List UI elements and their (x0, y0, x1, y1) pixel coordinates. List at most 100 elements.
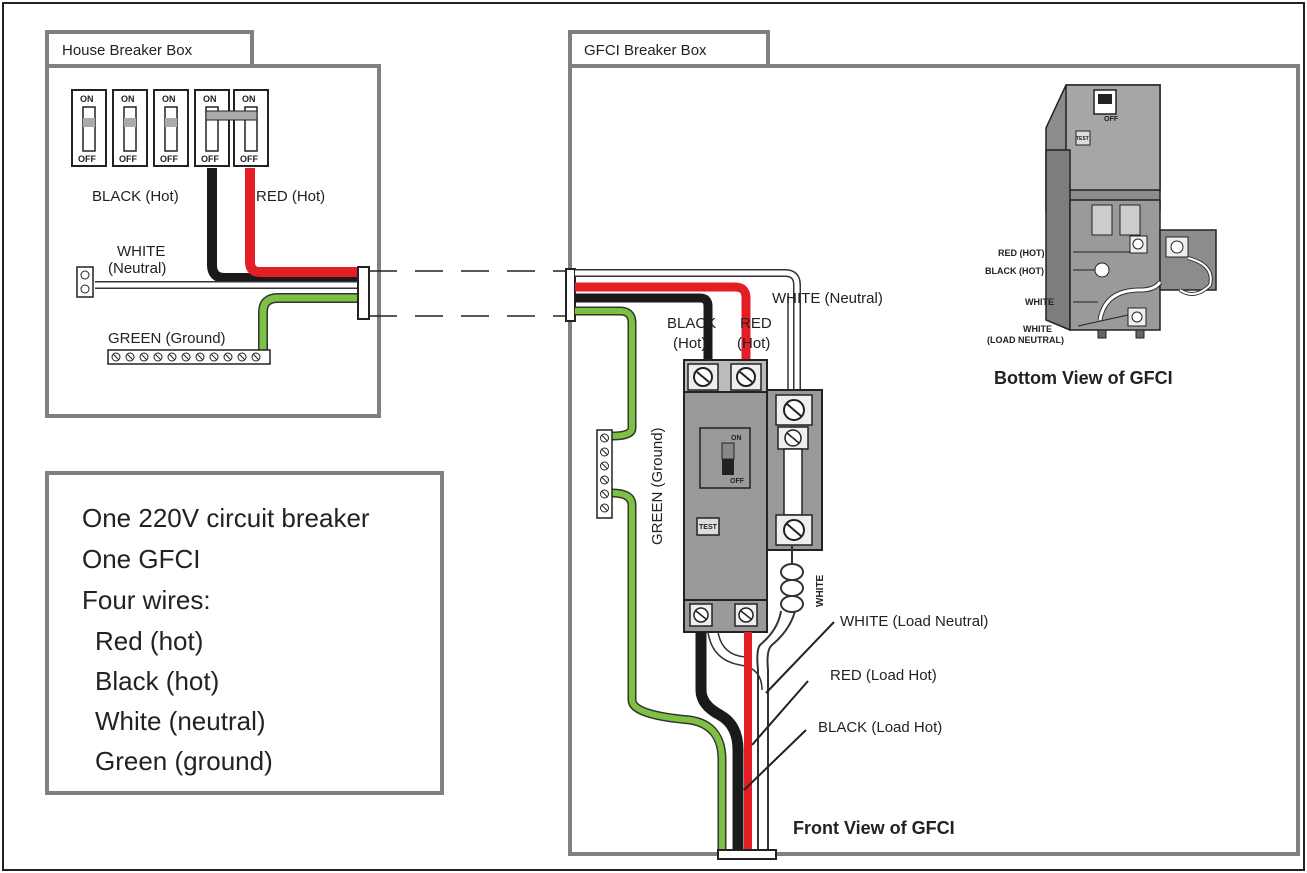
gfci-conduit-fitting (565, 268, 576, 322)
terminal-screw (600, 461, 609, 471)
terminal-screw (600, 489, 609, 499)
house-green-label: GREEN (Ground) (108, 330, 226, 347)
terminal-screw-slot (140, 353, 148, 361)
black-wire-house (207, 168, 360, 283)
terminal-screw-slot (601, 434, 608, 442)
terminal-screw-slot (601, 462, 608, 470)
terminal-screw (600, 447, 609, 457)
breaker-off-label: OFF (119, 154, 137, 164)
terminal-screw (167, 352, 177, 362)
breaker-3[interactable]: ON OFF (153, 89, 189, 167)
bottom-view-white-load-2: (LOAD NEUTRAL) (987, 335, 1064, 345)
bottom-view-off-label: OFF (1104, 116, 1119, 123)
breaker-1[interactable]: ON OFF (71, 89, 107, 167)
gfci-breaker-front: ON OFF TEST (683, 359, 768, 633)
white-load-neutral-label: WHITE (Load Neutral) (840, 613, 988, 630)
gfci-test-label: TEST (699, 524, 718, 531)
terminal-screw-slot (182, 353, 190, 361)
terminal-screw (600, 503, 609, 513)
gfci-bottom-view: OFF TEST RED (HOT) BL (985, 84, 1217, 388)
breaker-5[interactable]: ON OFF (233, 89, 269, 167)
red-wire-house (245, 168, 360, 277)
terminal-screw-slot (601, 490, 608, 498)
terminal-screw-slot (112, 353, 120, 361)
terminal-screw (195, 352, 205, 362)
gfci-red-label-2: (Hot) (737, 335, 770, 352)
gfci-off-label: OFF (730, 478, 745, 485)
gfci-white-neutral-label: WHITE (Neutral) (772, 290, 883, 307)
terminal-screw (111, 352, 121, 362)
terminal-screw (223, 352, 233, 362)
info-line-5: Black (hot) (95, 666, 219, 696)
terminal-screw-slot (601, 448, 608, 456)
gfci-test-button[interactable] (696, 517, 720, 536)
info-box: One 220V circuit breaker One GFCI Four w… (45, 471, 444, 795)
gfci-black-label-1: BLACK (667, 315, 716, 332)
breaker-2[interactable]: ON OFF (112, 89, 148, 167)
gfci-bottom-conduit (717, 849, 777, 860)
ground-bar (107, 349, 271, 365)
house-black-label: BLACK (Hot) (92, 188, 179, 205)
breaker-on-label: ON (203, 94, 217, 104)
breaker-tie-bar (205, 110, 258, 121)
terminal-screw (139, 352, 149, 362)
terminal-screw-slot (601, 476, 608, 484)
house-white-label-1: WHITE (117, 243, 165, 260)
front-view-title: Front View of GFCI (793, 818, 955, 838)
info-line-1: One 220V circuit breaker (82, 503, 370, 533)
house-white-label-2: (Neutral) (108, 260, 166, 277)
house-breaker-box: House Breaker Box ON OFF ON OFF ON OFF O… (45, 30, 381, 418)
gfci-box-tab-label: GFCI Breaker Box (584, 42, 707, 59)
terminal-screw-slot (210, 353, 218, 361)
breaker-on-label: ON (80, 94, 94, 104)
terminal-screw-slot (224, 353, 232, 361)
info-line-3: Four wires: (82, 585, 211, 615)
bottom-view-white: WHITE (1025, 297, 1054, 307)
breaker-on-label: ON (242, 94, 256, 104)
bottom-view-black-hot: BLACK (HOT) (985, 266, 1044, 276)
terminal-screw (237, 352, 247, 362)
red-load-hot-label: RED (Load Hot) (830, 667, 937, 684)
info-line-7: Green (ground) (95, 746, 273, 776)
breaker-off-label: OFF (78, 154, 96, 164)
green-wire-house-inner (259, 294, 360, 352)
gfci-green-ground-label: GREEN (Ground) (649, 427, 666, 545)
gfci-breaker-box: GFCI Breaker Box (565, 30, 1300, 860)
terminal-screw (251, 352, 261, 362)
house-red-label: RED (Hot) (256, 188, 325, 205)
breaker-4[interactable]: ON OFF (194, 89, 230, 167)
terminal-screw-slot (238, 353, 246, 361)
breaker-off-label: OFF (160, 154, 178, 164)
bottom-view-white-load-1: WHITE (1023, 324, 1052, 334)
black-load-wire (695, 632, 744, 852)
white-coil-label: WHITE (815, 574, 826, 607)
red-hot-wire (575, 282, 751, 360)
gfci-ground-bar (596, 429, 613, 519)
breaker-off-label: OFF (240, 154, 258, 164)
black-hot-wire (575, 293, 713, 360)
terminal-screw (181, 352, 191, 362)
terminal-screw-slot (126, 353, 134, 361)
breaker-on-label: ON (162, 94, 176, 104)
terminal-screw-slot (601, 504, 608, 512)
terminal-screw-slot (154, 353, 162, 361)
breaker-on-label: ON (121, 94, 135, 104)
terminal-screw-slot (252, 353, 260, 361)
info-line-6: White (neutral) (95, 706, 266, 736)
terminal-screw (209, 352, 219, 362)
gfci-red-label-1: RED (740, 315, 772, 332)
terminal-screw (125, 352, 135, 362)
terminal-screw (153, 352, 163, 362)
terminal-screw (600, 433, 609, 443)
gfci-black-label-2: (Hot) (673, 335, 706, 352)
info-line-4: Red (hot) (95, 626, 203, 656)
gfci-on-label: ON (731, 435, 742, 442)
bottom-view-red-hot: RED (HOT) (998, 248, 1045, 258)
white-pigtail-coil (756, 546, 804, 852)
bottom-view-title: Bottom View of GFCI (994, 368, 1173, 388)
terminal-screw-slot (168, 353, 176, 361)
gfci-neutral-bar (766, 389, 823, 551)
bottom-view-test-label: TEST (1076, 136, 1089, 142)
